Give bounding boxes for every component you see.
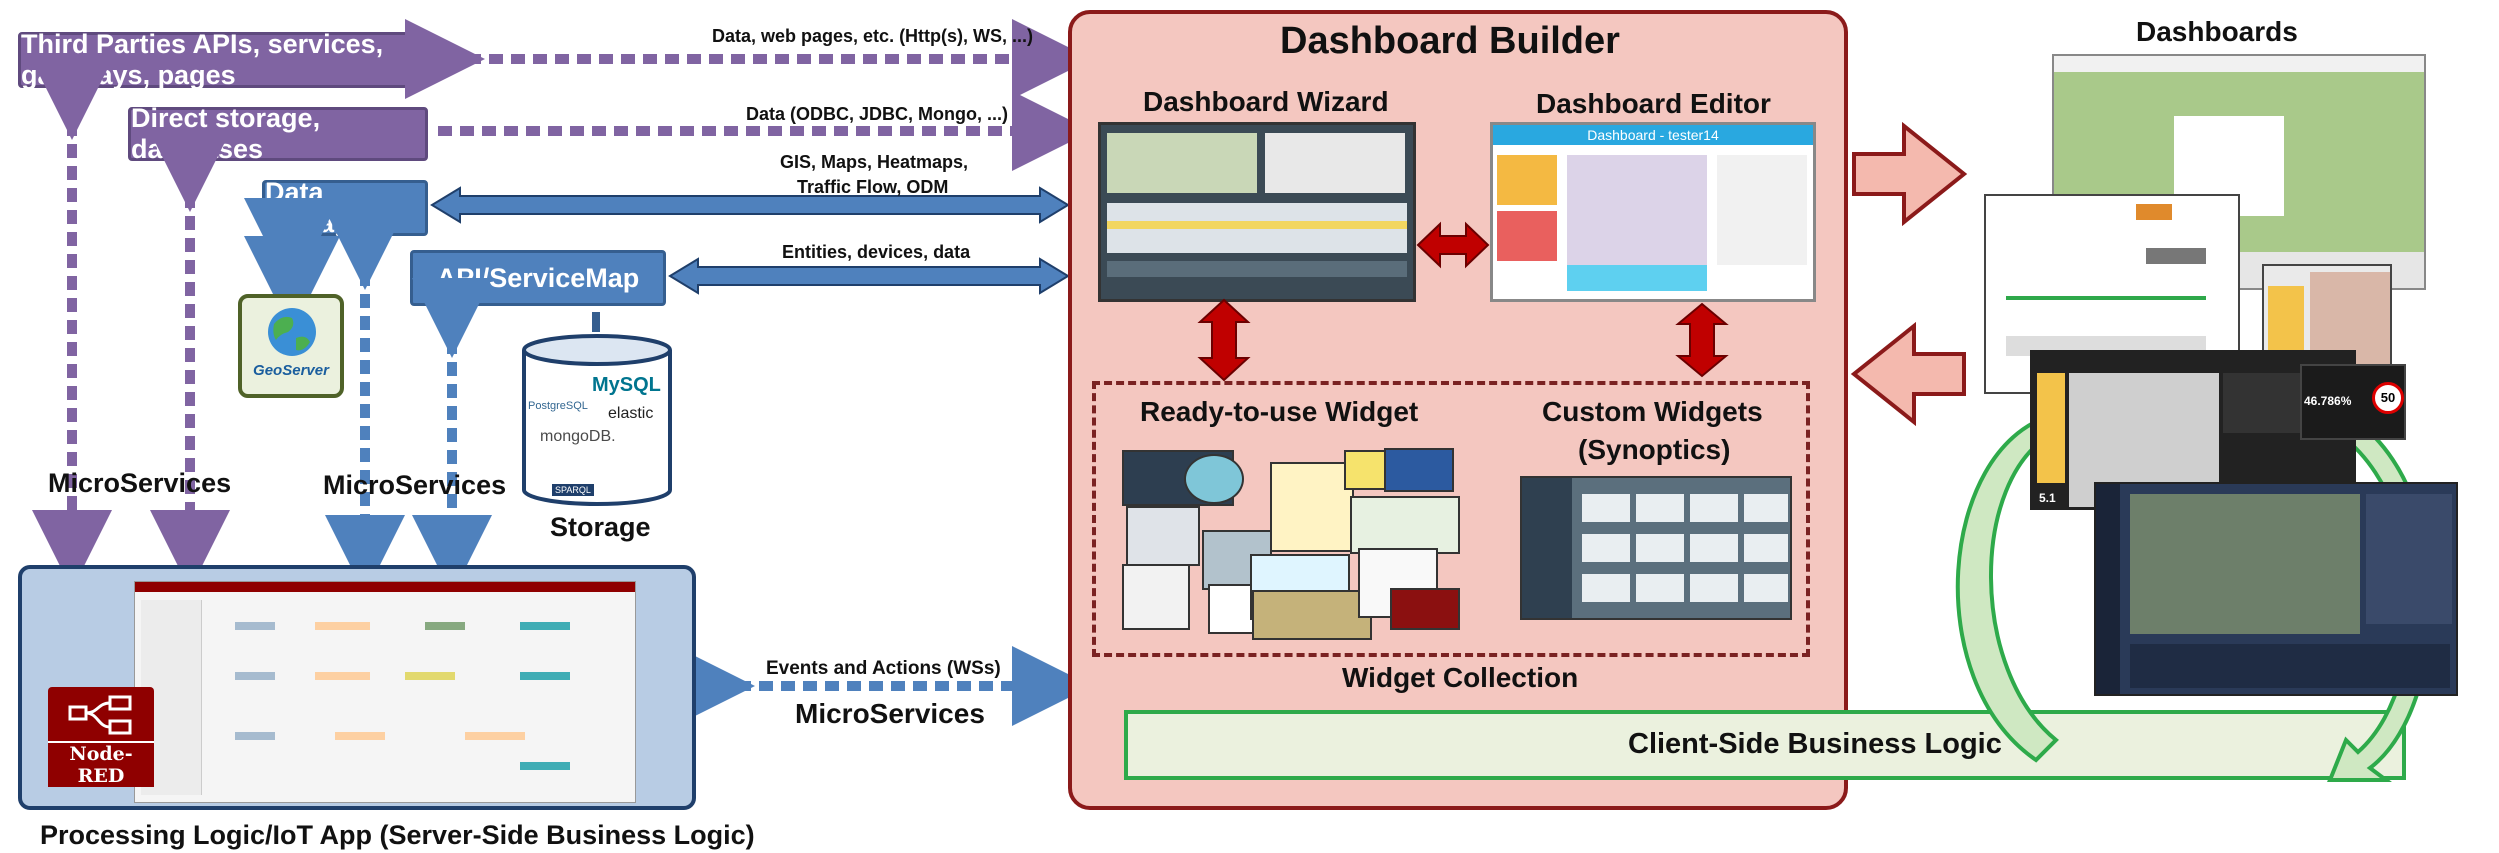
- editor-screen-title: Dashboard - tester14: [1493, 125, 1813, 145]
- storage-cylinder[interactable]: [520, 330, 674, 510]
- microservices-label-2: MicroServices: [323, 470, 507, 500]
- mongodb-logo: mongoDB.: [540, 428, 616, 445]
- left-arrow: [1850, 321, 1966, 427]
- gis-label-2: Traffic Flow, ODM: [797, 177, 949, 197]
- client-logic-label: Client-Side Business Logic: [1628, 728, 2002, 760]
- client-logic-box[interactable]: [1124, 710, 2406, 780]
- nodered-screenshot: [134, 581, 636, 803]
- builder-title: Dashboard Builder: [1280, 20, 1620, 62]
- geoserver-label: GeoServer: [253, 362, 329, 379]
- globe-icon: [268, 308, 316, 356]
- builder-dashboard-arrows: [1850, 121, 1968, 427]
- custom-widgets-screenshot[interactable]: [1520, 476, 1792, 620]
- left-connectors: [32, 19, 1080, 726]
- wizard-editor-arrow: [1416, 221, 1490, 269]
- editor-title: Dashboard Editor: [1536, 88, 1771, 119]
- percent-value: 46.786%: [2304, 394, 2352, 408]
- nodered-logo: Node-RED: [48, 687, 154, 787]
- editor-screenshot[interactable]: Dashboard - tester14: [1490, 122, 1816, 302]
- elastic-logo: elastic: [608, 405, 654, 422]
- custom-widgets-title: Custom Widgets: [1542, 396, 1763, 427]
- postgresql-logo: PostgreSQL: [528, 400, 588, 412]
- storage-label: Storage: [550, 512, 651, 542]
- processing-label: Processing Logic/IoT App (Server-Side Bu…: [40, 820, 755, 850]
- microservices-bottom-label: MicroServices: [795, 698, 985, 729]
- data-odbc-label: Data (ODBC, JDBC, Mongo, ...): [746, 104, 1008, 124]
- api-servicemap-link: [668, 257, 1070, 295]
- widget-collection-box: [1092, 381, 1810, 657]
- editor-widget-arrow: [1675, 302, 1729, 378]
- right-arrow: [1852, 121, 1968, 227]
- geoserver-box[interactable]: GeoServer: [238, 294, 344, 398]
- api-servicemap-box[interactable]: API/ServiceMap: [410, 250, 666, 306]
- wizard-screenshot[interactable]: [1098, 122, 1416, 302]
- entities-label: Entities, devices, data: [782, 242, 971, 262]
- nodered-icon: [68, 695, 132, 735]
- widget-collection-title: Widget Collection: [1342, 662, 1579, 693]
- ready-widget-collage[interactable]: [1120, 444, 1468, 644]
- events-label: Events and Actions (WSs): [766, 658, 1001, 679]
- dashboards-title: Dashboards: [2136, 16, 2298, 47]
- small-value: 5.1: [2039, 491, 2056, 505]
- dashboard-gauge[interactable]: 46.786% 50: [2300, 364, 2406, 440]
- gauge-value: 50: [2372, 382, 2404, 414]
- mysql-logo: MySQL: [592, 374, 661, 396]
- processing-logic-box[interactable]: Node-RED: [18, 565, 696, 810]
- wizard-title: Dashboard Wizard: [1143, 86, 1389, 117]
- synoptics-title: (Synoptics): [1578, 434, 1731, 465]
- dashboard-3d-city[interactable]: [2094, 482, 2458, 696]
- nodered-label: Node-RED: [48, 741, 154, 787]
- ready-widget-title: Ready-to-use Widget: [1140, 396, 1419, 427]
- builder-arrows: [1197, 221, 1729, 382]
- microservices-label-1: MicroServices: [48, 468, 232, 498]
- data-web-label: Data, web pages, etc. (Http(s), WS, ...): [712, 26, 1034, 46]
- sparql-logo: SPARQL: [552, 484, 594, 496]
- gis-label: GIS, Maps, Heatmaps,: [780, 152, 969, 172]
- wizard-widget-arrow: [1197, 298, 1251, 382]
- data-manager-link: [430, 186, 1070, 224]
